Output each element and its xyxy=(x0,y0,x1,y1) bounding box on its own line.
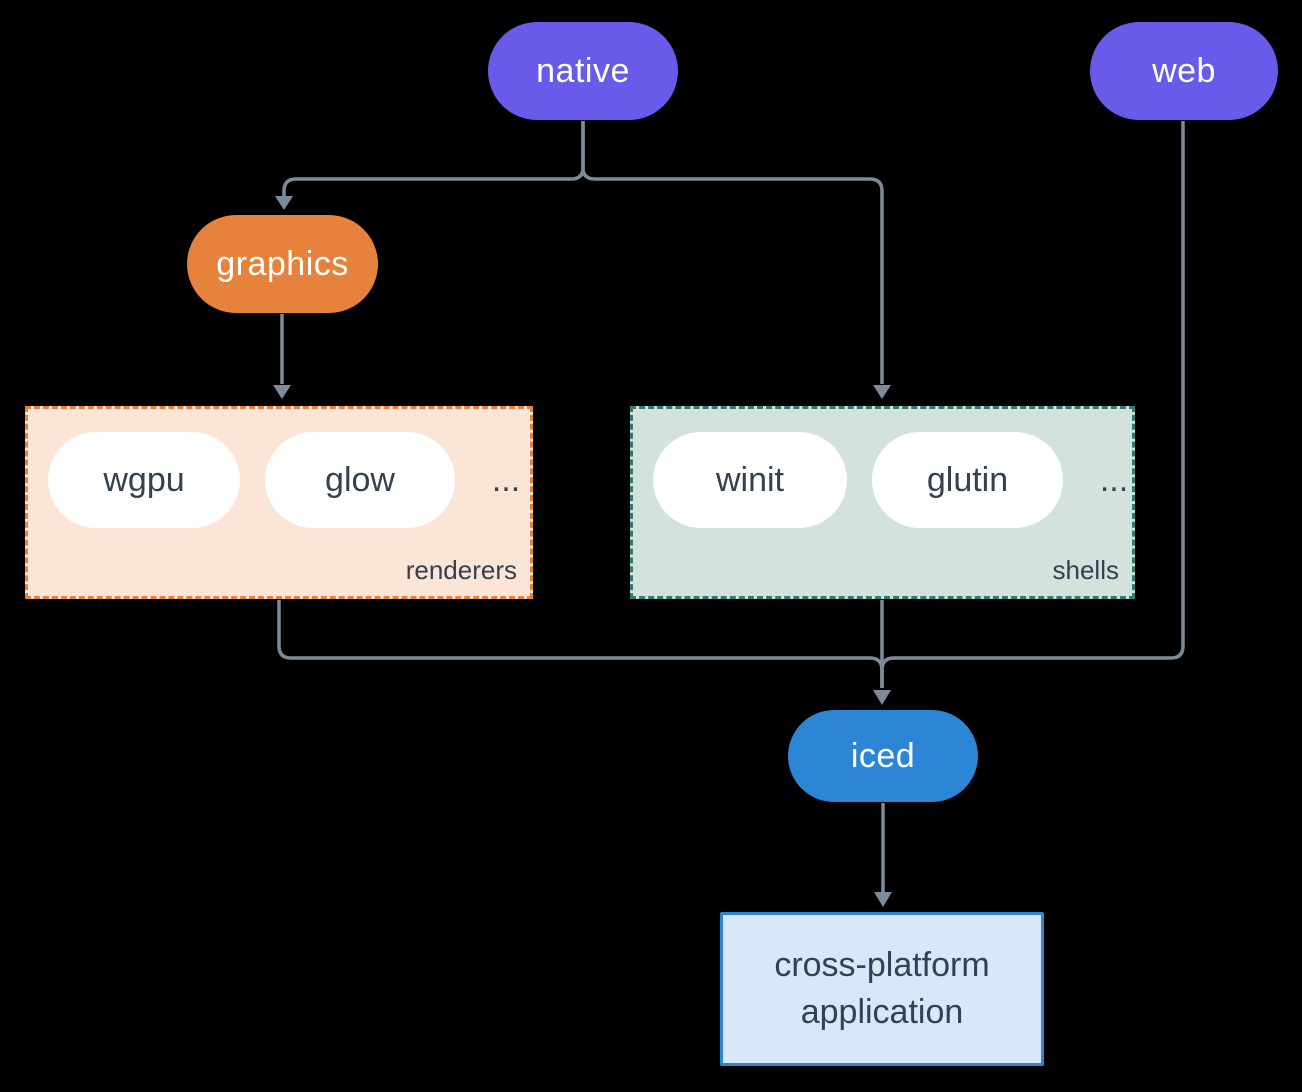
node-glow: glow xyxy=(265,432,455,528)
node-iced: iced xyxy=(788,710,978,802)
node-glow-label: glow xyxy=(325,460,395,499)
node-glutin-label: glutin xyxy=(926,460,1009,499)
node-graphics-label: graphics xyxy=(216,244,349,283)
arrowhead-iced xyxy=(873,690,891,705)
node-glutin: glutin xyxy=(872,432,1063,528)
node-web: web xyxy=(1090,22,1278,120)
node-cross-platform-application: cross-platform application xyxy=(720,912,1044,1066)
edge-native-to-graphics xyxy=(282,121,585,196)
edge-web-to-iced xyxy=(880,121,1185,688)
arrowhead-graphics xyxy=(275,196,293,210)
shells-ellipsis: ... xyxy=(1099,460,1129,499)
application-label-line-2: application xyxy=(800,993,964,1031)
node-winit: winit xyxy=(653,432,847,528)
node-native: native xyxy=(488,22,678,120)
node-graphics: graphics xyxy=(187,215,378,313)
arrowhead-application xyxy=(874,892,892,907)
renderers-ellipsis: ... xyxy=(491,460,521,499)
group-shells: winit glutin ... shells xyxy=(630,406,1135,599)
node-winit-label: winit xyxy=(715,460,785,499)
node-iced-label: iced xyxy=(850,736,916,775)
arrowhead-shells xyxy=(873,385,891,399)
group-renderers-label: renderers xyxy=(405,555,517,585)
node-wgpu-label: wgpu xyxy=(103,460,185,499)
application-label-line-1: cross-platform xyxy=(774,946,990,984)
arrowhead-renderers xyxy=(273,385,291,399)
node-web-label: web xyxy=(1152,51,1216,90)
node-native-label: native xyxy=(536,51,630,90)
edge-renderers-to-iced xyxy=(277,600,884,688)
group-shells-label: shells xyxy=(1052,555,1119,585)
edge-native-to-shells xyxy=(581,121,884,384)
group-renderers: wgpu glow ... renderers xyxy=(25,406,533,599)
node-wgpu: wgpu xyxy=(48,432,240,528)
